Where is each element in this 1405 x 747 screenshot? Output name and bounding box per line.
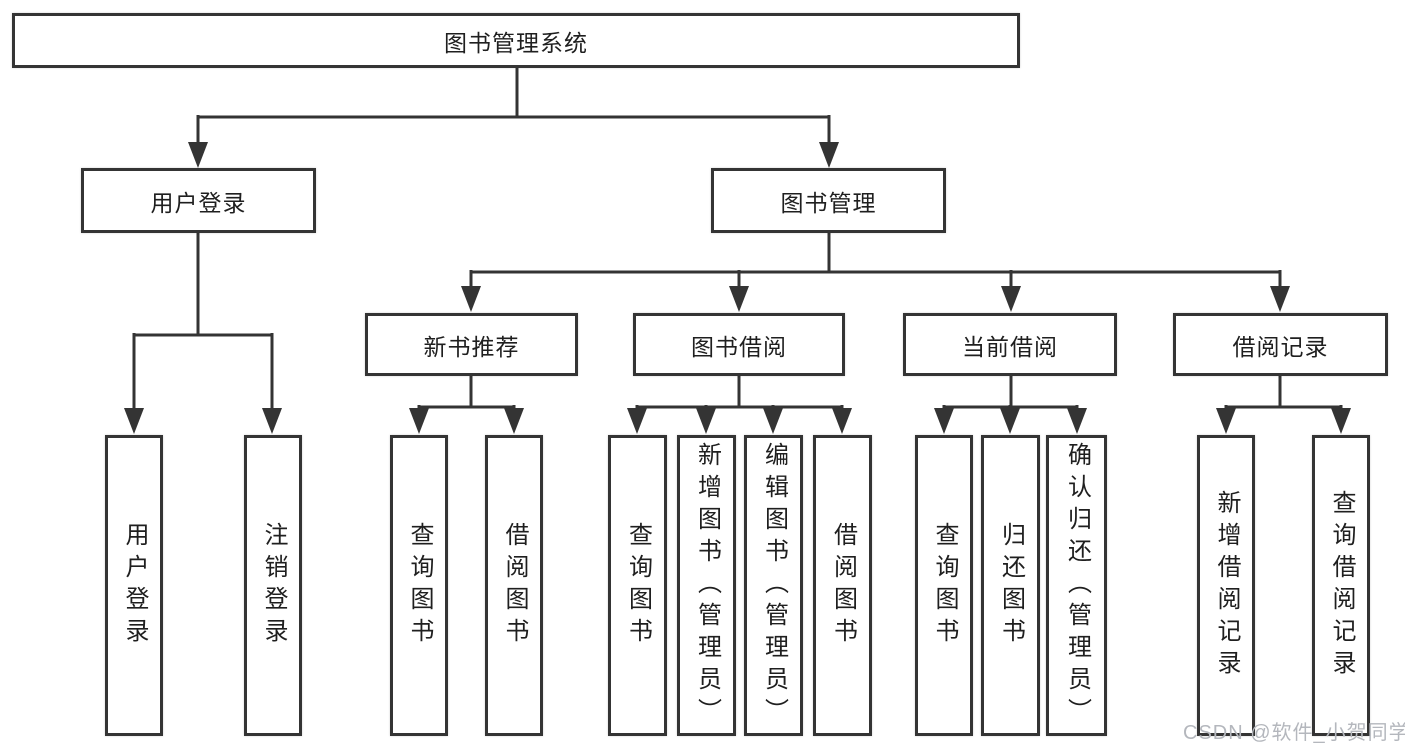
leaf-logout-label: 注销登录 (260, 521, 287, 650)
leaf-add-book-admin-label: 新增图书（管理员） (693, 441, 721, 730)
node-book-management: 图书管理 (711, 168, 946, 233)
node-borrow-records-label: 借阅记录 (1232, 333, 1329, 360)
node-book-borrowing: 图书借阅 (633, 313, 845, 376)
arrowhead (1331, 408, 1351, 434)
leaf-edit-book-admin-label: 编辑图书（管理员） (760, 441, 788, 730)
leaf-borrow-book-borrowing-label: 借阅图书 (829, 521, 857, 650)
leaf-add-book-admin: 新增图书（管理员） (677, 435, 736, 736)
arrowhead (832, 408, 852, 434)
leaf-borrow-book-borrowing: 借阅图书 (813, 435, 872, 736)
leaf-edit-book-admin: 编辑图书（管理员） (744, 435, 803, 736)
arrowhead (763, 408, 783, 434)
arrowhead (1216, 408, 1236, 434)
leaf-logout: 注销登录 (244, 435, 302, 736)
leaf-query-book-current: 查询图书 (915, 435, 973, 736)
arrowhead (1067, 408, 1087, 434)
leaf-query-book-recommend: 查询图书 (390, 435, 448, 736)
leaf-query-book-borrowing-label: 查询图书 (624, 521, 652, 650)
leaf-return-book: 归还图书 (981, 435, 1040, 736)
leaf-add-borrow-record: 新增借阅记录 (1197, 435, 1255, 736)
arrowhead (262, 408, 282, 434)
leaf-borrow-book-recommend-label: 借阅图书 (501, 521, 528, 650)
node-book-borrowing-label: 图书借阅 (691, 333, 787, 360)
leaf-confirm-return-admin: 确认归还（管理员） (1046, 435, 1107, 736)
leaf-query-book-borrowing: 查询图书 (608, 435, 667, 736)
leaf-query-book-current-label: 查询图书 (931, 521, 958, 650)
leaf-query-book-recommend-label: 查询图书 (406, 521, 433, 650)
leaf-user-login: 用户登录 (105, 435, 163, 736)
node-book-management-label: 图书管理 (780, 189, 877, 216)
arrowhead (627, 408, 647, 434)
arrowhead (461, 286, 481, 312)
arrowhead (696, 408, 716, 434)
node-user-login-label: 用户登录 (150, 189, 247, 216)
arrowhead (934, 408, 954, 434)
arrowhead (188, 142, 208, 168)
arrowhead (729, 286, 749, 312)
node-new-book-recommend-label: 新书推荐 (423, 333, 520, 360)
leaf-confirm-return-admin-label: 确认归还（管理员） (1063, 441, 1091, 730)
arrowhead (504, 408, 524, 434)
leaf-borrow-book-recommend: 借阅图书 (485, 435, 543, 736)
arrowhead (409, 408, 429, 434)
leaf-return-book-label: 归还图书 (997, 521, 1025, 650)
arrowhead (819, 142, 839, 168)
node-root: 图书管理系统 (12, 13, 1020, 68)
node-root-label: 图书管理系统 (444, 29, 588, 56)
leaf-query-borrow-record-label: 查询借阅记录 (1328, 489, 1355, 682)
arrowhead (124, 408, 144, 434)
leaf-user-login-label: 用户登录 (121, 521, 148, 650)
csdn-watermark: CSDN @软件_小贺同学 (1183, 722, 1405, 744)
node-current-borrowing-label: 当前借阅 (962, 333, 1058, 360)
arrowhead (1270, 286, 1290, 312)
node-borrow-records: 借阅记录 (1173, 313, 1388, 376)
arrowhead (1000, 408, 1020, 434)
leaf-add-borrow-record-label: 新增借阅记录 (1213, 489, 1240, 682)
node-new-book-recommend: 新书推荐 (365, 313, 578, 376)
node-user-login: 用户登录 (81, 168, 316, 233)
leaf-query-borrow-record: 查询借阅记录 (1312, 435, 1370, 736)
arrowhead (1001, 286, 1021, 312)
node-current-borrowing: 当前借阅 (903, 313, 1117, 376)
